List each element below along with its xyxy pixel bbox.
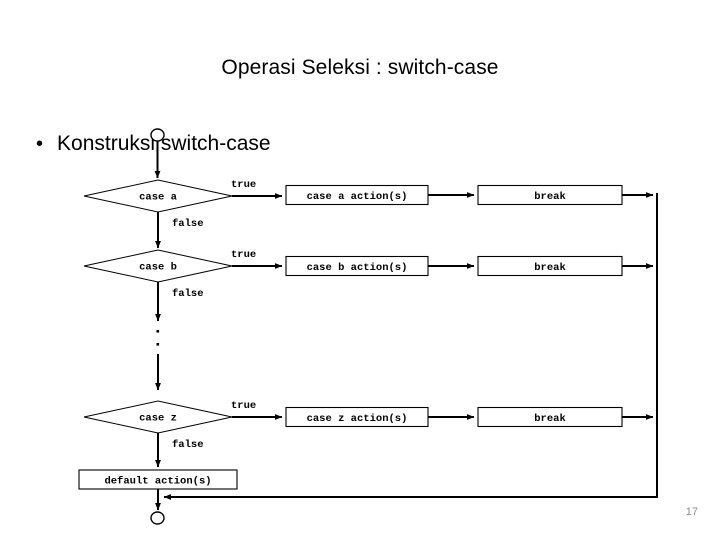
bullet-item-label: Konstruksi switch-case — [57, 132, 271, 155]
process-case-a-action-label: case a action(s) — [307, 191, 408, 203]
start-node — [150, 128, 165, 142]
bullet-marker-icon: • — [36, 133, 44, 155]
vertical-ellipsis-icon — [156, 330, 160, 346]
decision-case-a-label: case a — [139, 192, 178, 204]
process-break-a-label: break — [534, 191, 566, 203]
edge-label-false-z: false — [172, 439, 204, 451]
edge-label-true-b: true — [231, 249, 256, 261]
page-title: Operasi Seleksi : switch-case — [221, 56, 499, 79]
edge-return-bus — [163, 193, 658, 500]
process-default-action-label: default action(s) — [104, 476, 211, 488]
page-number: 17 — [685, 506, 698, 518]
process-break-b-label: break — [534, 262, 566, 274]
bullet-item: • Konstruksi switch-case — [36, 132, 271, 156]
edge-label-true-a: true — [231, 179, 256, 191]
process-break-z-label: break — [534, 413, 566, 425]
process-case-z-action-label: case z action(s) — [307, 413, 408, 425]
decision-case-z-label: case z — [139, 413, 177, 425]
end-node — [150, 511, 165, 525]
edge-label-false-b: false — [172, 288, 204, 300]
edge-label-true-z: true — [231, 400, 256, 412]
edge-label-false-a: false — [172, 218, 204, 230]
decision-case-b-label: case b — [139, 262, 177, 274]
process-case-b-action-label: case b action(s) — [307, 262, 408, 274]
